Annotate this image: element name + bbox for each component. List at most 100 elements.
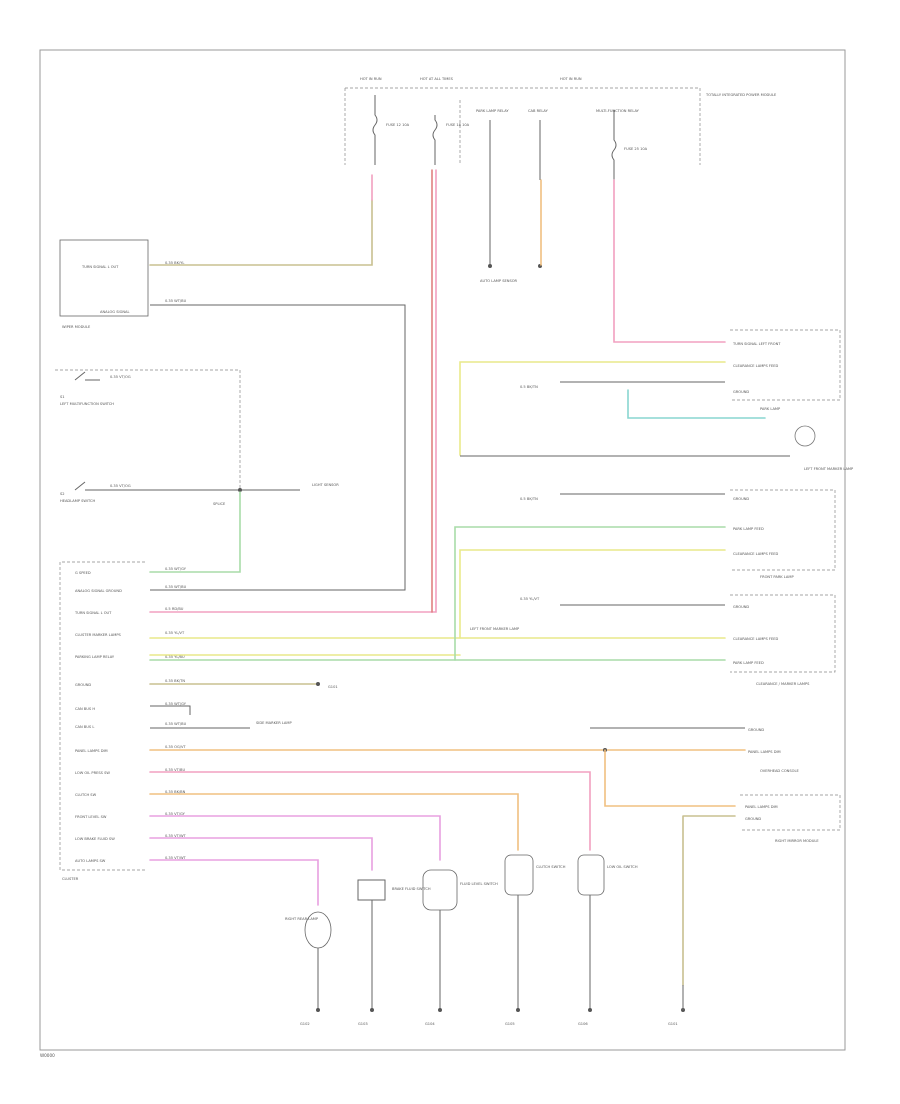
wire-can-h <box>150 705 191 715</box>
hot-at-all-times-label: HOT AT ALL TIMES <box>420 77 454 81</box>
wire-brake-fluid <box>149 837 373 871</box>
diagram-frame <box>39 49 846 1051</box>
splice-title: SPLICE <box>213 502 226 506</box>
fpl-wire-label: 0.5 BK/TN <box>520 497 538 501</box>
cluster-pin-7: CAN BUS H <box>75 707 95 711</box>
right-pin-3: GROUND <box>733 390 749 394</box>
label-w-auto: 0.35 VT/WT <box>165 856 187 860</box>
relay-1-label: PARK LAMP RELAY <box>476 109 509 113</box>
cluster-pin-9: PANEL LAMPS DIM <box>75 749 108 753</box>
cl-title: CLEARANCE / MARKER LAMPS <box>756 682 810 686</box>
label-w-gspeed: 0.35 WT/GY <box>165 567 187 571</box>
wire-fuse3-feed <box>613 179 726 343</box>
left-switch-wire: 0.35 VT/OG <box>110 375 131 379</box>
wire-mirror-panel <box>604 749 736 807</box>
rm-wire-label: 0.5 BK/TN <box>520 385 538 389</box>
hot-in-run-label: HOT IN RUN <box>360 77 382 81</box>
wire-analog-signal <box>150 304 406 591</box>
lamp-label-park: PARK LAMP <box>760 407 781 411</box>
ground-2-label: G102 <box>300 1022 310 1026</box>
oc-title: OVERHEAD CONSOLE <box>760 769 799 773</box>
mirror-module: PANEL LAMPS DIM GROUND RIGHT MIRROR MODU… <box>740 794 841 843</box>
ground-6-label: G106 <box>578 1022 588 1026</box>
bottom-lamp-2: BRAKE FLUID SWITCH <box>392 887 431 891</box>
left-switch-line1: S1 <box>60 395 65 399</box>
hot-in-run-2-label: HOT IN RUN <box>560 77 582 81</box>
cluster-pin-2: ANALOG SIGNAL GROUND <box>75 589 122 593</box>
relay-3-label: MULTI-FUNCTION RELAY <box>596 109 640 113</box>
left-switch-title: LEFT MULTIFUNCTION SWITCH <box>60 402 114 406</box>
wiper-module: TURN SIGNAL L OUT ANALOG SIGNAL WIPER MO… <box>59 239 187 329</box>
lamp-label-side: LEFT FRONT MARKER LAMP <box>804 467 854 471</box>
mm-title: RIGHT MIRROR MODULE <box>775 839 819 843</box>
relay-2-label: CAB RELAY <box>528 109 549 113</box>
mm-pin-2: GROUND <box>745 817 761 821</box>
label-w-canl: 0.35 WT/BU <box>165 722 187 726</box>
right-pin-1: TURN SIGNAL LEFT FRONT <box>732 342 781 346</box>
wire-fpl-clearance <box>459 549 726 639</box>
label-w-turn: 0.5 RD/BU <box>165 607 184 611</box>
wire-turn-signal-wiper <box>149 199 373 266</box>
fuse-3-label: FUSE 25 10A <box>624 147 648 151</box>
cluster-pin-10: LOW OIL PRESS SW <box>75 771 110 775</box>
mm-pin-1: PANEL LAMPS DIM <box>745 805 778 809</box>
cluster-pin-11: CLUTCH SW <box>75 793 97 797</box>
front-park-lamp: GROUND PARK LAMP FEED CLEARANCE LAMPS FE… <box>730 489 836 579</box>
label-w-canh: 0.35 WT/GY <box>165 702 187 706</box>
cl-pin-1: GROUND <box>733 605 749 609</box>
fpl-title: FRONT PARK LAMP <box>760 575 794 579</box>
oc-pin-2: PANEL LAMPS DIM <box>748 750 781 754</box>
ground-5-label: G105 <box>505 1022 515 1026</box>
wiper-module-box <box>59 239 149 317</box>
bottom-lamp-1: RIGHT REAR LAMP <box>285 917 319 921</box>
wire-auto-lamps <box>149 859 319 906</box>
cluster-pin-4: CLUSTER MARKER LAMPS <box>75 633 121 637</box>
ground-3-label: G103 <box>358 1022 368 1026</box>
wire-fpl-park <box>454 526 726 661</box>
bottom-lamp-4: CLUTCH SWITCH <box>536 865 566 869</box>
cluster-pin-1: G SPEED <box>75 571 91 575</box>
right-pin-2: CLEARANCE LAMPS FEED <box>733 364 779 368</box>
label-w-clutch: 0.35 BK/BN <box>165 790 186 794</box>
wire-mirror-gnd <box>682 815 736 986</box>
label-w-panel: 0.35 OG/VT <box>165 745 186 749</box>
bottom-components: RIGHT REAR LAMP G102 BRAKE FLUID SWITCH … <box>285 854 685 1026</box>
power-source: HOT IN RUN HOT AT ALL TIMES HOT IN RUN T… <box>344 77 777 283</box>
sensor-label: LIGHT SENSOR <box>312 483 339 487</box>
lamp-label-lf: LEFT FRONT MARKER LAMP <box>470 627 520 631</box>
splice-line-label: AUTO LAMP SENSOR <box>480 279 518 283</box>
overhead-console: GROUND PANEL LAMPS DIM OVERHEAD CONSOLE <box>590 727 799 773</box>
lamp-bulb-icon <box>794 425 816 447</box>
wire-clutch <box>149 793 519 851</box>
wire-cyan-lamp <box>627 389 766 419</box>
label-w-brake: 0.35 VT/WT <box>165 834 187 838</box>
bottom-lamp-5: LOW OIL SWITCH <box>607 865 638 869</box>
cl-wire-label: 0.35 YL/VT <box>520 597 540 601</box>
label-w-park: 0.35 YL/BU <box>165 655 185 659</box>
wiper-wire-1: 0.35 BK/YL <box>165 261 184 265</box>
headlamp-switch-line1: S2 <box>60 492 65 496</box>
wire-g-speed <box>149 491 241 573</box>
wiper-pin-2: ANALOG SIGNAL <box>100 310 130 314</box>
headlamp-switch-title: HEADLAMP SWITCH <box>60 499 96 503</box>
wire-clearance-feed-1 <box>459 361 726 456</box>
cluster-module: CLUSTER G SPEED ANALOG SIGNAL GROUND TUR… <box>59 561 145 881</box>
cluster-pin-14: AUTO LAMPS SW <box>75 859 106 863</box>
fuse-box-label: TOTALLY INTEGRATED POWER MODULE <box>705 93 777 97</box>
cl-pin-3: PARK LAMP FEED <box>733 661 764 665</box>
wire-turn-signal-l-out <box>149 169 437 613</box>
oc-pin-1: GROUND <box>748 728 764 732</box>
clearance-lamps: GROUND CLEARANCE LAMPS FEED PARK LAMP FE… <box>730 594 836 686</box>
bottom-lamp-3: FLUID LEVEL SWITCH <box>460 882 498 886</box>
cl-pin-2: CLEARANCE LAMPS FEED <box>733 637 779 641</box>
cluster-pin-8: CAN BUS L <box>75 725 94 729</box>
cluster-pin-3: TURN SIGNAL L OUT <box>74 611 112 615</box>
fpl-pin-2: PARK LAMP FEED <box>733 527 764 531</box>
label-w-analog: 0.35 WT/BU <box>165 585 187 589</box>
cluster-pin-12: FRONT LEVEL SW <box>75 815 107 819</box>
ground-4-label: G104 <box>425 1022 435 1026</box>
wire-low-oil <box>149 771 591 851</box>
headlamp-switch-wire: 0.35 VT/OG <box>110 484 131 488</box>
